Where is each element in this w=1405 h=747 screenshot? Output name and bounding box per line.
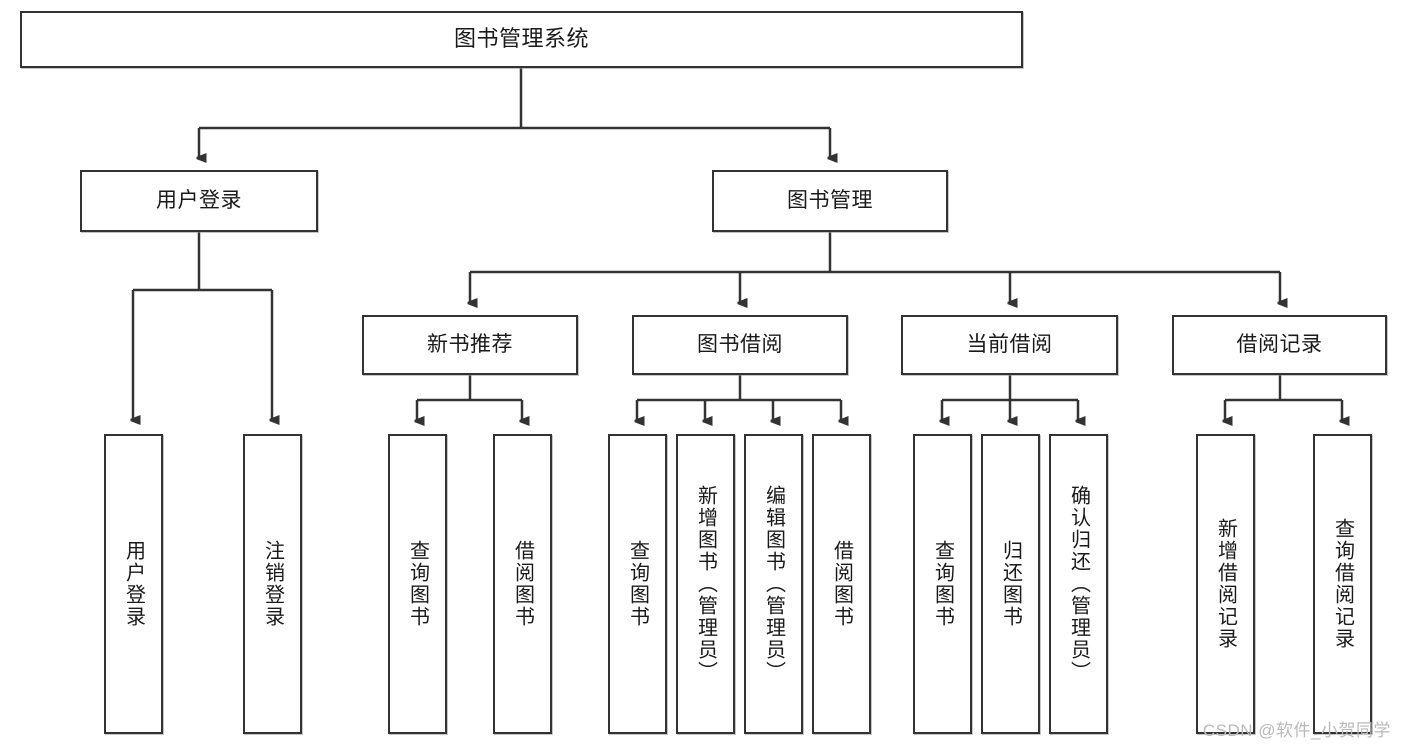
watermark: CSDN @软件_小贺同学 [1202,721,1391,740]
node-label: 查询图书 [931,540,954,628]
node-leaf-query-book-borrow[interactable]: 查询图书 [608,434,667,734]
node-label: 新增图书（管理员） [694,485,717,683]
node-label: 查询图书 [626,540,649,628]
node-leaf-query-book-current[interactable]: 查询图书 [913,434,972,734]
node-leaf-borrow-book[interactable]: 借阅图书 [812,434,871,734]
node-root-system[interactable]: 图书管理系统 [20,11,1023,68]
node-label: 归还图书 [999,540,1022,628]
node-borrow-record[interactable]: 借阅记录 [1172,315,1387,375]
node-book-borrow[interactable]: 图书借阅 [632,315,848,375]
node-leaf-confirm-return-admin[interactable]: 确认归还（管理员） [1049,434,1108,734]
node-leaf-logout[interactable]: 注销登录 [243,434,302,734]
node-leaf-query-borrow-record[interactable]: 查询借阅记录 [1313,434,1372,734]
node-label: 新增借阅记录 [1214,518,1237,650]
node-new-book-recommend[interactable]: 新书推荐 [362,315,578,375]
node-label: 编辑图书（管理员） [762,485,785,683]
node-leaf-add-book-admin[interactable]: 新增图书（管理员） [676,434,735,734]
node-label: 图书借阅 [697,333,783,357]
node-label: 借阅图书 [511,540,534,628]
node-label: 用户登录 [122,540,145,628]
node-label: 借阅记录 [1236,333,1323,357]
node-label: 图书管理 [787,189,873,213]
node-label: 借阅图书 [830,540,853,628]
node-leaf-return-book[interactable]: 归还图书 [981,434,1040,734]
node-leaf-add-borrow-record[interactable]: 新增借阅记录 [1196,434,1255,734]
node-leaf-edit-book-admin[interactable]: 编辑图书（管理员） [744,434,803,734]
node-user-login-module[interactable]: 用户登录 [80,170,318,232]
node-label: 图书管理系统 [453,26,589,52]
node-label: 查询图书 [406,540,429,628]
node-label: 注销登录 [261,540,284,628]
node-leaf-user-login[interactable]: 用户登录 [104,434,163,734]
node-label: 确认归还（管理员） [1067,485,1090,683]
node-label: 新书推荐 [427,333,513,357]
node-book-management-module[interactable]: 图书管理 [712,170,948,232]
node-label: 查询借阅记录 [1331,518,1354,650]
node-leaf-borrow-book-recommend[interactable]: 借阅图书 [493,434,552,734]
node-label: 当前借阅 [966,333,1053,357]
node-label: 用户登录 [156,189,242,213]
node-leaf-query-book-recommend[interactable]: 查询图书 [388,434,447,734]
node-current-borrow[interactable]: 当前借阅 [901,315,1118,375]
